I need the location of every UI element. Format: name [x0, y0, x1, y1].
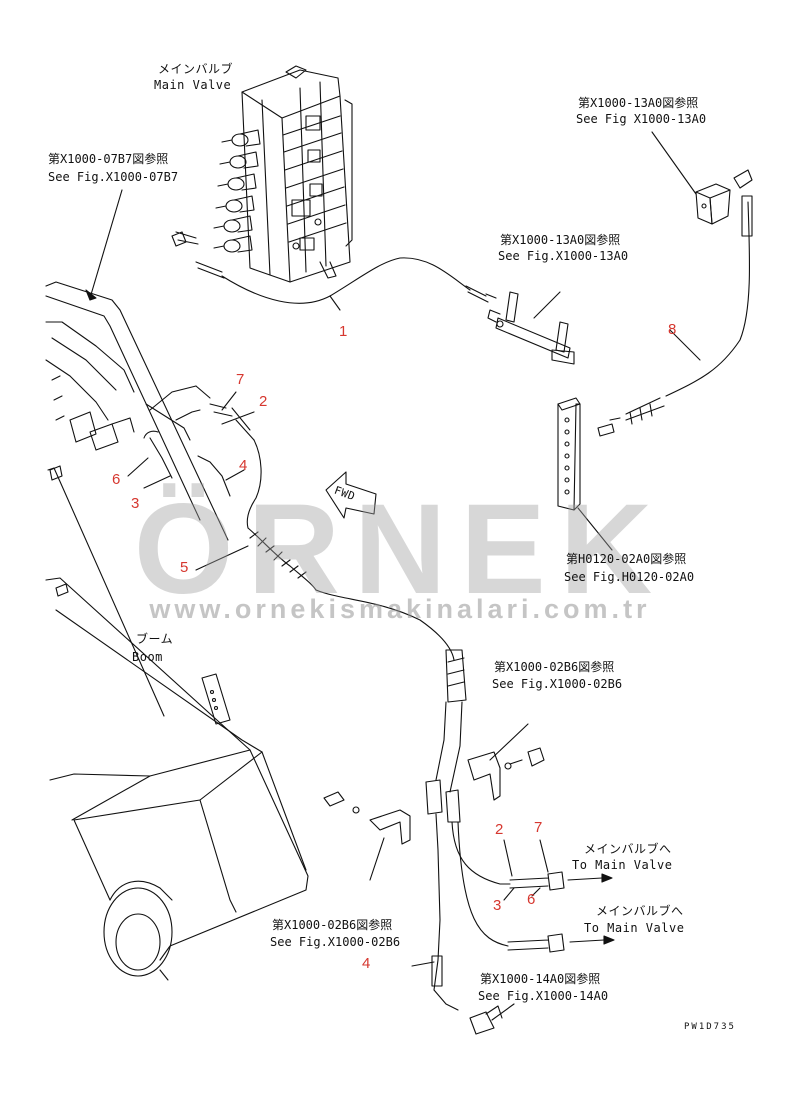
- drawing-code: PW1D735: [684, 1022, 736, 1032]
- bracket-assembly: [487, 291, 575, 365]
- ref-x1000-13a0-mid-en: See Fig.X1000-13A0: [498, 249, 629, 263]
- ref-x1000-02b6-right-jp: 第X1000-02B6図参照: [494, 660, 615, 674]
- part-number-3-bottom: 3: [493, 897, 502, 914]
- hose-8: [665, 201, 751, 397]
- adapter-block: [651, 131, 753, 225]
- ref-x1000-13a0-top-en: See Fig X1000-13A0: [576, 112, 707, 126]
- part-number-7-bottom: 7: [534, 819, 543, 836]
- ref-x1000-02b6-left-jp: 第X1000-02B6図参照: [272, 918, 393, 932]
- fwd-arrow: [325, 471, 377, 519]
- ref-x1000-14a0-en: See Fig.X1000-14A0: [478, 989, 609, 1003]
- main-valve-drawing: [171, 65, 353, 283]
- part-number-5: 5: [180, 559, 189, 576]
- spiral-sleeve-5: [247, 527, 317, 591]
- part-number-6-bottom: 6: [527, 891, 536, 908]
- to-main-valve-1-en: To Main Valve: [572, 858, 673, 872]
- part-number-2-top: 2: [259, 393, 268, 410]
- part-number-6-top: 6: [112, 471, 121, 488]
- part-number-7-top: 7: [236, 371, 245, 388]
- watermark-url: www.ornekismakinalari.com.tr: [149, 594, 651, 624]
- main-valve-label-jp: メインバルブ: [158, 62, 234, 76]
- part-number-4-bottom: 4: [362, 955, 371, 972]
- part-number-2-bottom: 2: [495, 821, 504, 838]
- ref-x1000-13a0-top-jp: 第X1000-13A0図参照: [578, 96, 699, 110]
- part-number-3-top: 3: [131, 495, 140, 512]
- watermark-brand: ÖRNEK: [133, 478, 667, 621]
- ref-x1000-07b7-en: See Fig.X1000-07B7: [48, 170, 179, 184]
- boom-label-en: Boom: [132, 650, 163, 664]
- part-number-1: 1: [339, 323, 348, 340]
- to-main-valve-1-jp: メインバルブへ: [584, 842, 672, 856]
- ref-x1000-14a0-jp: 第X1000-14A0図参照: [480, 972, 601, 986]
- ref-x1000-02b6-right-en: See Fig.X1000-02B6: [492, 677, 623, 691]
- ref-x1000-13a0-mid-jp: 第X1000-13A0図参照: [500, 233, 621, 247]
- to-main-valve-2-jp: メインバルブへ: [596, 904, 684, 918]
- ref-x1000-02b6-left-en: See Fig.X1000-02B6: [270, 935, 401, 949]
- boom-drawing: [45, 281, 309, 981]
- ref-h0120-02a0-en: See Fig.H0120-02A0: [564, 570, 695, 584]
- part-number-4-top: 4: [239, 457, 248, 474]
- ref-h0120-02a0-jp: 第H0120-02A0図参照: [566, 552, 687, 566]
- part-number-8: 8: [668, 321, 677, 338]
- pipe-1: [221, 257, 471, 304]
- ref-x1000-07b7-jp: 第X1000-07B7図参照: [48, 152, 169, 166]
- to-main-valve-2-en: To Main Valve: [584, 921, 685, 935]
- clip-bracket: [557, 397, 613, 551]
- main-valve-label-en: Main Valve: [154, 78, 232, 92]
- boom-label-jp: ブーム: [136, 632, 174, 646]
